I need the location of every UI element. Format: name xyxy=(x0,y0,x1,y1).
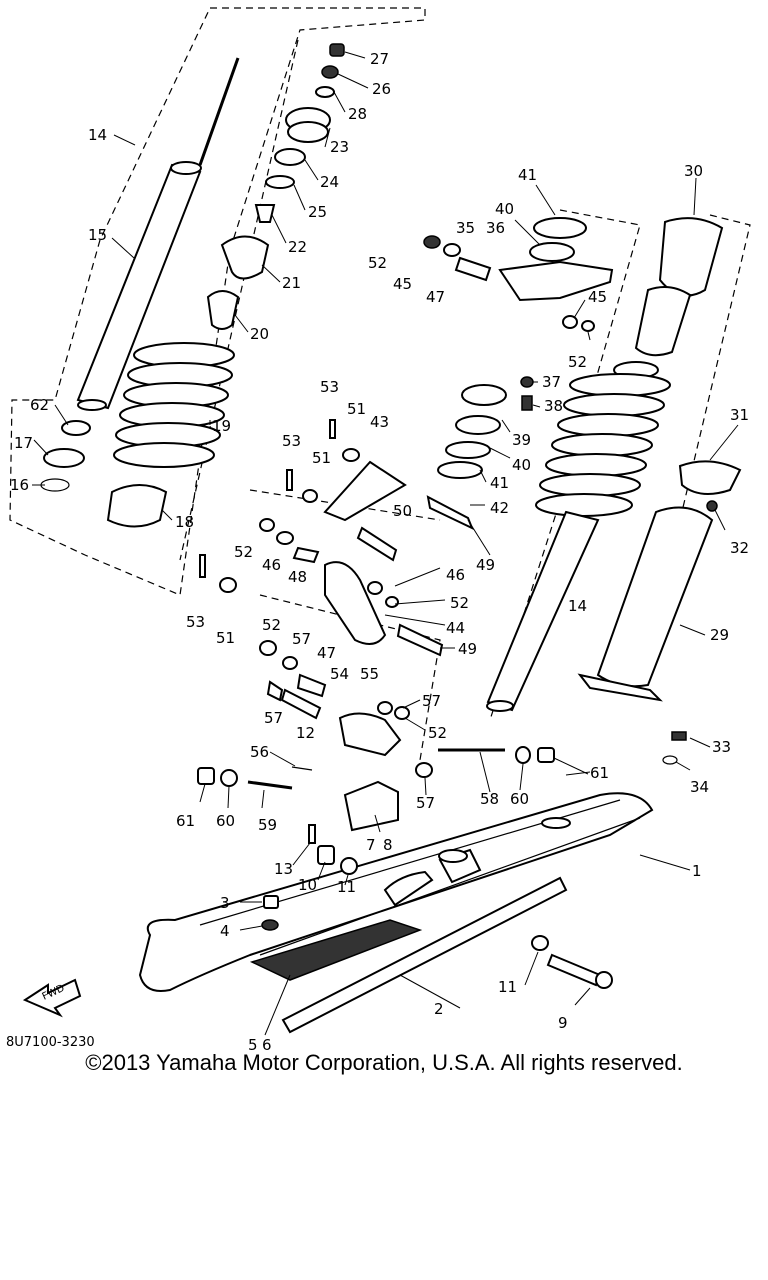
center-linkage xyxy=(197,217,614,832)
part-label-30: 30 xyxy=(684,162,703,180)
part-label-23: 23 xyxy=(330,138,349,156)
part-label-62: 62 xyxy=(30,396,49,414)
part-label-5: 5 xyxy=(248,1036,258,1050)
part-label-17: 17 xyxy=(14,434,33,452)
part-label-32: 32 xyxy=(730,539,749,557)
part-label-49-b: 49 xyxy=(458,640,477,658)
fwd-arrow-icon: FWD xyxy=(22,978,82,1018)
part-label-10: 10 xyxy=(298,876,317,894)
part-label-2: 2 xyxy=(434,1000,444,1018)
part-label-42: 42 xyxy=(490,499,509,517)
part-label-21: 21 xyxy=(282,274,301,292)
part-label-54: 54 xyxy=(330,665,349,683)
part-label-16: 16 xyxy=(10,476,29,494)
part-label-53-b: 53 xyxy=(282,432,301,450)
part-label-18: 18 xyxy=(175,513,194,531)
right-shock-absorber xyxy=(486,217,742,765)
part-label-4: 4 xyxy=(220,922,230,940)
part-label-29: 29 xyxy=(710,626,729,644)
part-label-57-b: 57 xyxy=(422,692,441,710)
part-label-33: 33 xyxy=(712,738,731,756)
part-label-39: 39 xyxy=(512,431,531,449)
part-label-40-top: 40 xyxy=(495,200,514,218)
part-label-52-f: 52 xyxy=(428,724,447,742)
part-label-12: 12 xyxy=(296,724,315,742)
part-label-41-b: 41 xyxy=(490,474,509,492)
part-label-20: 20 xyxy=(250,325,269,343)
part-label-60-b: 60 xyxy=(216,812,235,830)
part-label-57-a: 57 xyxy=(292,630,311,648)
left-parts-stack xyxy=(40,43,345,528)
part-label-50: 50 xyxy=(393,502,412,520)
part-label-51-b: 51 xyxy=(312,449,331,467)
parts-diagram: FWD xyxy=(6,7,751,1050)
part-label-47-b: 47 xyxy=(317,644,336,662)
part-label-60-a: 60 xyxy=(510,790,529,808)
part-label-24: 24 xyxy=(320,173,339,191)
part-label-53-a: 53 xyxy=(320,378,339,396)
part-label-40-b: 40 xyxy=(512,456,531,474)
ski-assembly xyxy=(138,792,654,1034)
part-label-61-a: 61 xyxy=(590,764,609,782)
part-label-43: 43 xyxy=(370,413,389,431)
part-label-52-c: 52 xyxy=(234,543,253,561)
part-label-13: 13 xyxy=(274,860,293,878)
part-label-11-b: 11 xyxy=(498,978,517,996)
part-label-9: 9 xyxy=(558,1014,568,1032)
left-spring xyxy=(113,342,235,468)
part-label-59: 59 xyxy=(258,816,277,834)
part-label-55: 55 xyxy=(360,665,379,683)
part-label-49-a: 49 xyxy=(476,556,495,574)
part-label-22: 22 xyxy=(288,238,307,256)
part-label-57-d: 57 xyxy=(416,794,435,812)
part-label-47-a: 47 xyxy=(426,288,445,306)
part-label-46-a: 46 xyxy=(262,556,281,574)
part-label-3: 3 xyxy=(220,894,230,912)
part-label-1: 1 xyxy=(692,862,702,880)
right-spring xyxy=(535,373,671,517)
part-label-7: 7 xyxy=(366,836,376,854)
part-label-34: 34 xyxy=(690,778,709,796)
part-label-46-b: 46 xyxy=(446,566,465,584)
part-label-52-d: 52 xyxy=(450,594,469,612)
part-label-44: 44 xyxy=(446,619,465,637)
part-label-57-c: 57 xyxy=(264,709,283,727)
part-label-51-a: 51 xyxy=(347,400,366,418)
part-label-48: 48 xyxy=(288,568,307,586)
part-label-51-c: 51 xyxy=(216,629,235,647)
copyright-notice: ©2013 Yamaha Motor Corporation, U.S.A. A… xyxy=(85,1050,683,1075)
part-labels: 27 26 28 23 24 25 22 21 20 19 18 14 15 6… xyxy=(6,50,749,1050)
part-label-14-left: 14 xyxy=(88,126,107,144)
part-label-6: 6 xyxy=(262,1036,272,1050)
part-label-52-e: 52 xyxy=(262,616,281,634)
diagram-code: 8U7100-3230 xyxy=(6,1035,95,1050)
part-label-52-a: 52 xyxy=(368,254,387,272)
part-label-8: 8 xyxy=(383,836,393,854)
part-label-25: 25 xyxy=(308,203,327,221)
part-label-45-b: 45 xyxy=(588,288,607,306)
part-label-15: 15 xyxy=(88,226,107,244)
part-label-27: 27 xyxy=(370,50,389,68)
part-label-11-a: 11 xyxy=(337,878,356,896)
part-label-45-a: 45 xyxy=(393,275,412,293)
part-label-28: 28 xyxy=(348,105,367,123)
part-label-41-top: 41 xyxy=(518,166,537,184)
left-shock-absorber xyxy=(76,57,240,411)
part-label-38: 38 xyxy=(544,397,563,415)
left-shock-group-outline xyxy=(9,7,426,596)
part-label-36: 36 xyxy=(486,219,505,237)
part-label-58: 58 xyxy=(480,790,499,808)
part-label-14-right: 14 xyxy=(568,597,587,615)
part-label-56-a: 56 xyxy=(250,743,269,761)
part-label-61-b: 61 xyxy=(176,812,195,830)
part-label-53-c: 53 xyxy=(186,613,205,631)
part-label-52-b: 52 xyxy=(568,353,587,371)
leader-lines xyxy=(32,51,739,1036)
part-label-26: 26 xyxy=(372,80,391,98)
part-label-35: 35 xyxy=(456,219,475,237)
part-label-37: 37 xyxy=(542,373,561,391)
part-label-19: 19 xyxy=(212,417,231,435)
part-label-31: 31 xyxy=(730,406,749,424)
